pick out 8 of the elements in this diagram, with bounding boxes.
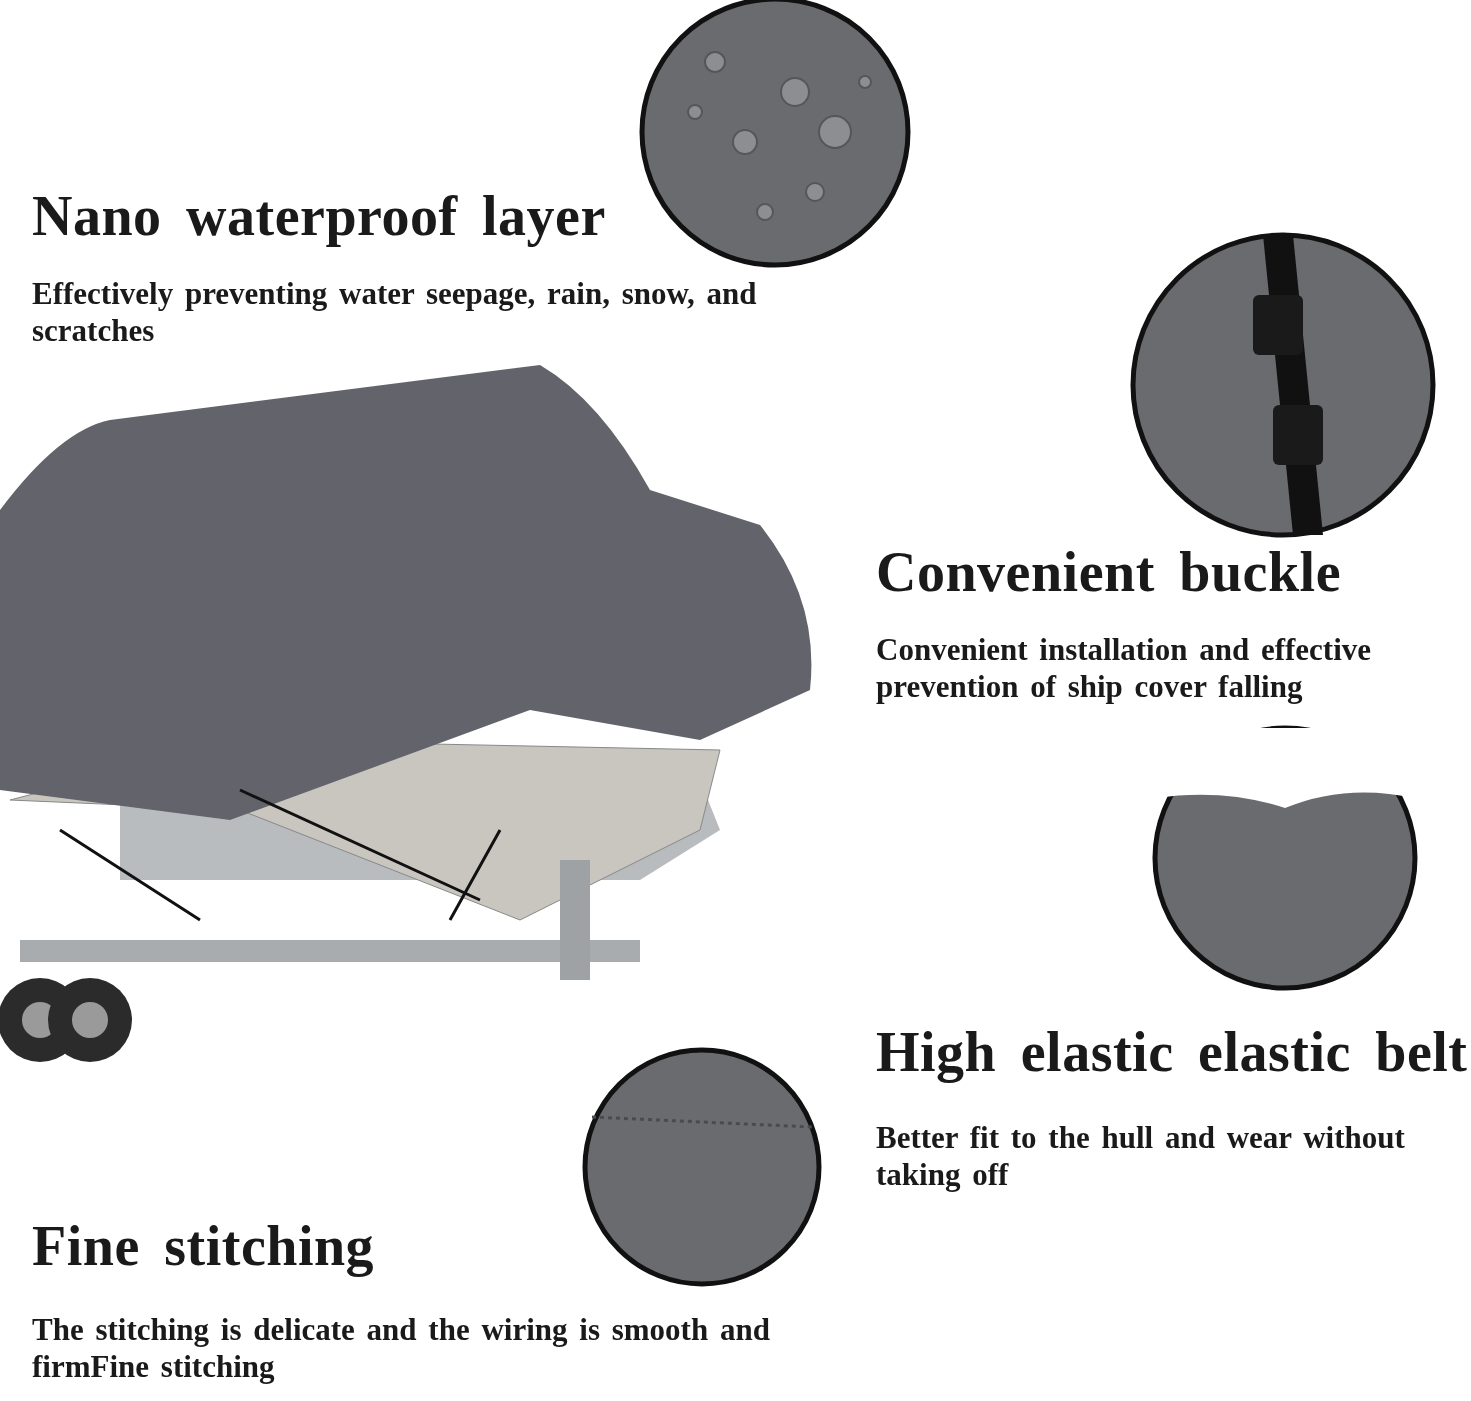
- feature-description: Convenient installation and effective prevention of ship cover falling: [876, 632, 1373, 706]
- feature-heading: Fine stitching: [32, 1216, 375, 1278]
- feature-heading: Convenient buckle: [876, 542, 1341, 604]
- feature-description: Better fit to the hull and wear without taking off: [876, 1120, 1406, 1194]
- feature-description: The stitching is delicate and the wiring is smooth and firmFine stitching: [32, 1312, 771, 1386]
- feature-description: Effectively preventing water seepage, rain, snow, and scratches: [32, 276, 758, 350]
- feature-heading: High elastic elastic belt: [876, 1022, 1468, 1084]
- feature-heading: Nano waterproof layer: [32, 186, 606, 248]
